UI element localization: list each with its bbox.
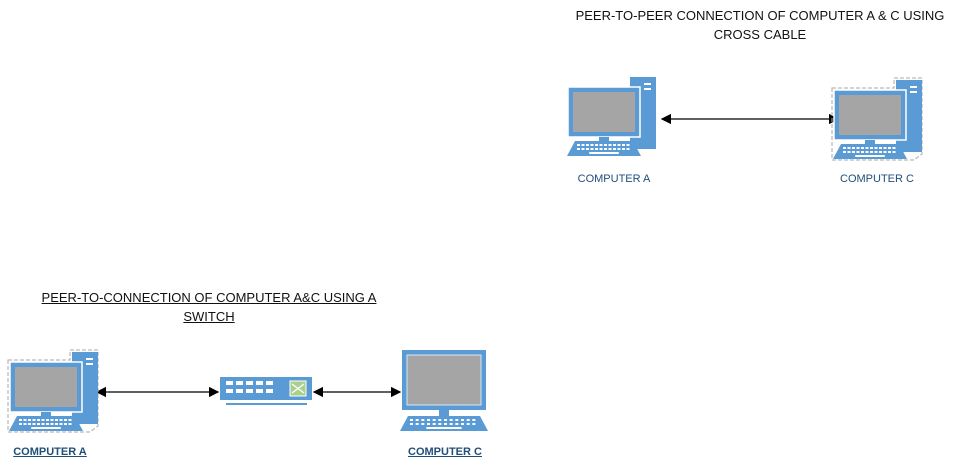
computer-c-top-icon bbox=[831, 77, 923, 161]
top-title-line2: CROSS CABLE bbox=[713, 27, 807, 42]
bottom-computer-c-label: COMPUTER C bbox=[408, 446, 482, 458]
computer-a-top-icon bbox=[567, 77, 656, 156]
bottom-title: PEER-TO-CONNECTION OF COMPUTER A&C USING… bbox=[9, 288, 409, 326]
network-switch-icon bbox=[220, 377, 312, 405]
bottom-computer-a-label: COMPUTER A bbox=[13, 446, 87, 458]
computer-c-bottom-icon bbox=[400, 350, 488, 431]
top-title: PEER-TO-PEER CONNECTION OF COMPUTER A & … bbox=[560, 6, 960, 44]
bottom-title-line1: PEER-TO-CONNECTION OF COMPUTER A&C USING… bbox=[41, 290, 377, 305]
top-computer-a-label: COMPUTER A bbox=[577, 173, 651, 185]
top-title-line1: PEER-TO-PEER CONNECTION OF COMPUTER A & … bbox=[575, 8, 945, 23]
top-computer-c-label: COMPUTER C bbox=[840, 173, 914, 185]
computer-a-bottom-icon bbox=[7, 349, 99, 433]
bottom-title-line2: SWITCH bbox=[183, 309, 235, 324]
